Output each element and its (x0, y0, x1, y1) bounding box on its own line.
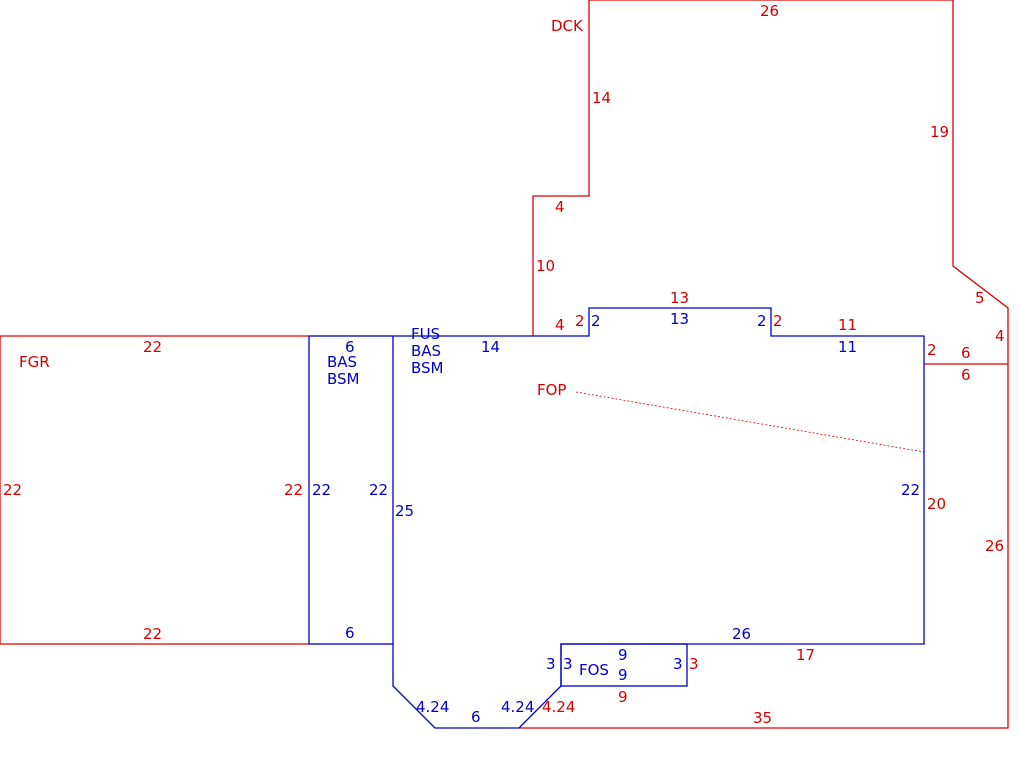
bas-dim-left: 22 (312, 481, 331, 499)
fus-code: FUS (411, 325, 440, 343)
red-dim-step-top: 6 (961, 344, 971, 362)
fus-dim-top-left: 14 (481, 338, 500, 356)
fos-dim-right-red: 3 (689, 655, 699, 673)
fus-dim-right: 22 (901, 481, 920, 499)
fos-dim-bottom-blue: 9 (618, 666, 628, 684)
fus-bas-code: BAS (411, 342, 441, 360)
fus-outline (392, 307, 925, 729)
bas-dim-bottom: 6 (345, 624, 355, 642)
fos-dim-top: 9 (618, 646, 628, 664)
fgr-dim-bottom: 22 (143, 625, 162, 643)
fus-dim-diag-left: 4.24 (416, 698, 449, 716)
fus-dim-bottom-right: 26 (732, 625, 751, 643)
fus-dim-top-right: 11 (838, 338, 857, 356)
red-dim-notch-left: 2 (575, 312, 585, 330)
bas-outline (308, 335, 394, 645)
dck-dim-right-upper: 19 (930, 123, 949, 141)
bas-code: BAS (327, 353, 357, 371)
fos-dim-left-inner: 3 (563, 655, 573, 673)
fus-dim-diag-right: 4.24 (501, 698, 534, 716)
bsm-code: BSM (327, 370, 360, 388)
bas-dim-right: 22 (369, 481, 388, 499)
fos-outline (560, 643, 688, 687)
red-dim-top-right: 11 (838, 316, 857, 334)
fus-dim-notch-top: 13 (670, 310, 689, 328)
red-dim-right: 26 (985, 537, 1004, 555)
dck-outline (519, 0, 1009, 729)
dck-dim-step: 4 (555, 198, 565, 216)
fus-dim-bottom: 6 (471, 708, 481, 726)
dck-dim-right-short: 4 (995, 327, 1005, 345)
fus-dim-right-short: 2 (927, 341, 937, 359)
fus-dim-notch-left: 2 (591, 312, 601, 330)
red-dim-inner-right: 20 (927, 495, 946, 513)
dck-dim-left-lower: 10 (536, 257, 555, 275)
fgr-outline (0, 335, 309, 645)
fos-dim-bottom-red: 9 (618, 688, 628, 706)
dck-label: DCK (551, 17, 584, 35)
red-dim-notch-top: 13 (670, 289, 689, 307)
fos-label: FOS (579, 661, 609, 679)
fop-leader (575, 391, 925, 453)
dck-dim-left-upper: 14 (592, 89, 611, 107)
fos-dim-right-blue: 3 (673, 655, 683, 673)
red-dim-step-bottom: 6 (961, 366, 971, 384)
red-dim-bottom-right: 17 (796, 646, 815, 664)
fop-label: FOP (537, 381, 566, 399)
fus-dim-notch-right: 2 (757, 312, 767, 330)
fos-dim-left-blue: 3 (546, 655, 556, 673)
fgr-dim-right: 22 (284, 481, 303, 499)
bas-dim-top: 6 (345, 338, 355, 356)
fus-bsm-code: BSM (411, 359, 444, 377)
red-dim-notch-right: 2 (773, 312, 783, 330)
fus-dim-left: 25 (395, 502, 414, 520)
fgr-dim-top: 22 (143, 338, 162, 356)
dck-dim-step-low: 4 (555, 316, 565, 334)
dck-dim-top: 26 (760, 2, 779, 20)
fgr-label: FGR (19, 353, 50, 371)
red-dim-bottom: 35 (753, 709, 772, 727)
fgr-dim-left: 22 (3, 481, 22, 499)
red-dim-diag: 4.24 (542, 698, 575, 716)
dck-dim-right-diag: 5 (975, 289, 985, 307)
